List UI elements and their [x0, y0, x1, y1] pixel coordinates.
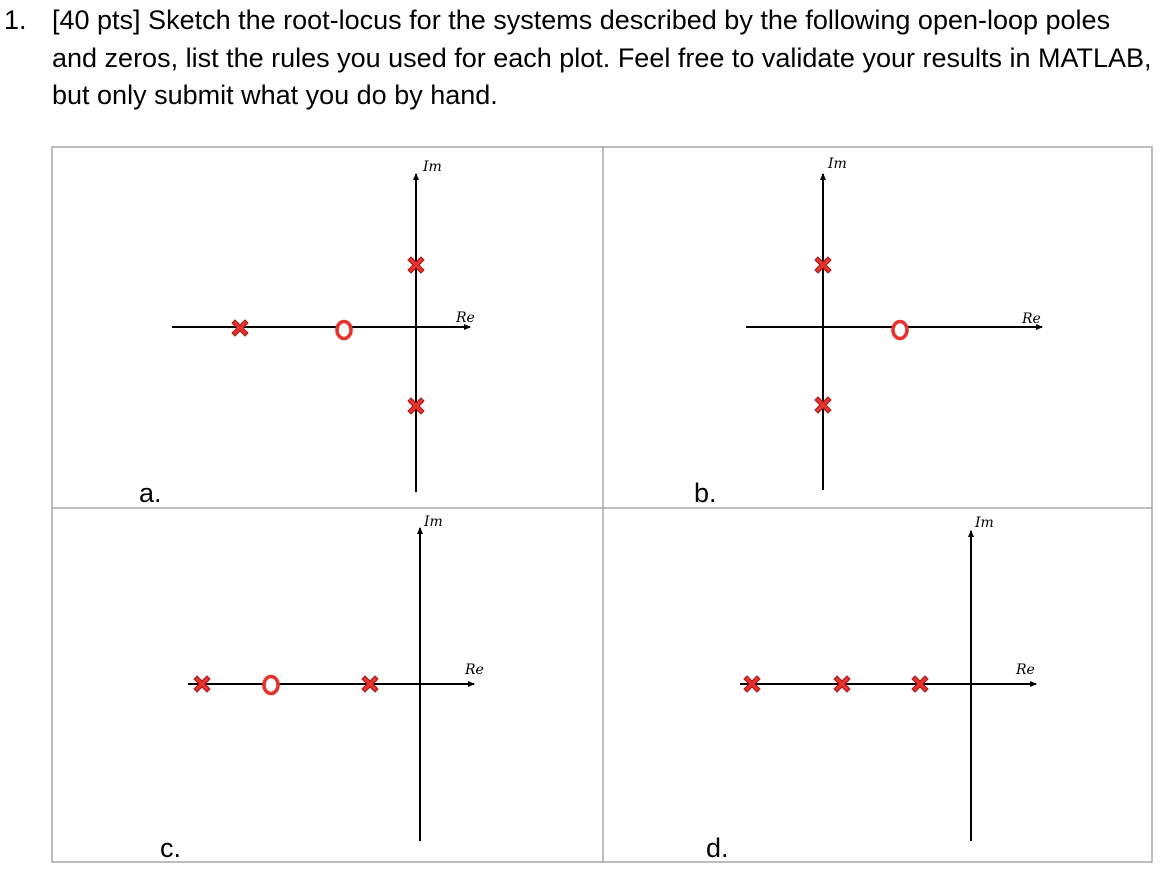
- grid-outer-border: [51, 146, 1153, 863]
- panel-grid: [51, 146, 1153, 863]
- panel-d: Im Re d.: [706, 515, 1037, 863]
- pole-marker: [833, 675, 851, 693]
- pole-marker: [231, 319, 249, 337]
- real-axis-label: Re: [1021, 311, 1041, 327]
- real-axis-label: Re: [455, 310, 475, 326]
- zero-marker: [335, 319, 353, 341]
- real-axis-label: Re: [464, 662, 484, 678]
- panel-label-b: b.: [694, 478, 717, 508]
- imag-axis-label: Im: [422, 159, 442, 175]
- panel-label-a: a.: [139, 478, 162, 508]
- pole-marker: [743, 675, 761, 693]
- pole-marker: [407, 397, 425, 415]
- zero-marker: [891, 319, 909, 341]
- imag-axis-label: Im: [423, 514, 443, 530]
- panel-a: Im Re a.: [139, 159, 475, 508]
- zero-marker: [262, 674, 280, 696]
- imag-axis-label: Im: [974, 515, 994, 531]
- pole-marker: [814, 256, 832, 274]
- pole-marker: [193, 675, 211, 693]
- panel-b: Im Re b.: [694, 156, 1043, 508]
- panel-c: Im Re c.: [160, 514, 484, 863]
- question-number: 1.: [4, 5, 27, 35]
- question: 1. [40 pts] Sketch the root-locus for th…: [0, 0, 1173, 120]
- pole-marker: [814, 396, 832, 414]
- pole-marker: [407, 256, 425, 274]
- pole-marker: [361, 675, 379, 693]
- panel-label-d: d.: [706, 833, 729, 863]
- real-axis-label: Re: [1015, 662, 1035, 678]
- imag-axis-label: Im: [827, 156, 847, 172]
- question-text: [40 pts] Sketch the root-locus for the s…: [52, 5, 1152, 110]
- pole-marker: [911, 675, 929, 693]
- panel-label-c: c.: [160, 833, 181, 863]
